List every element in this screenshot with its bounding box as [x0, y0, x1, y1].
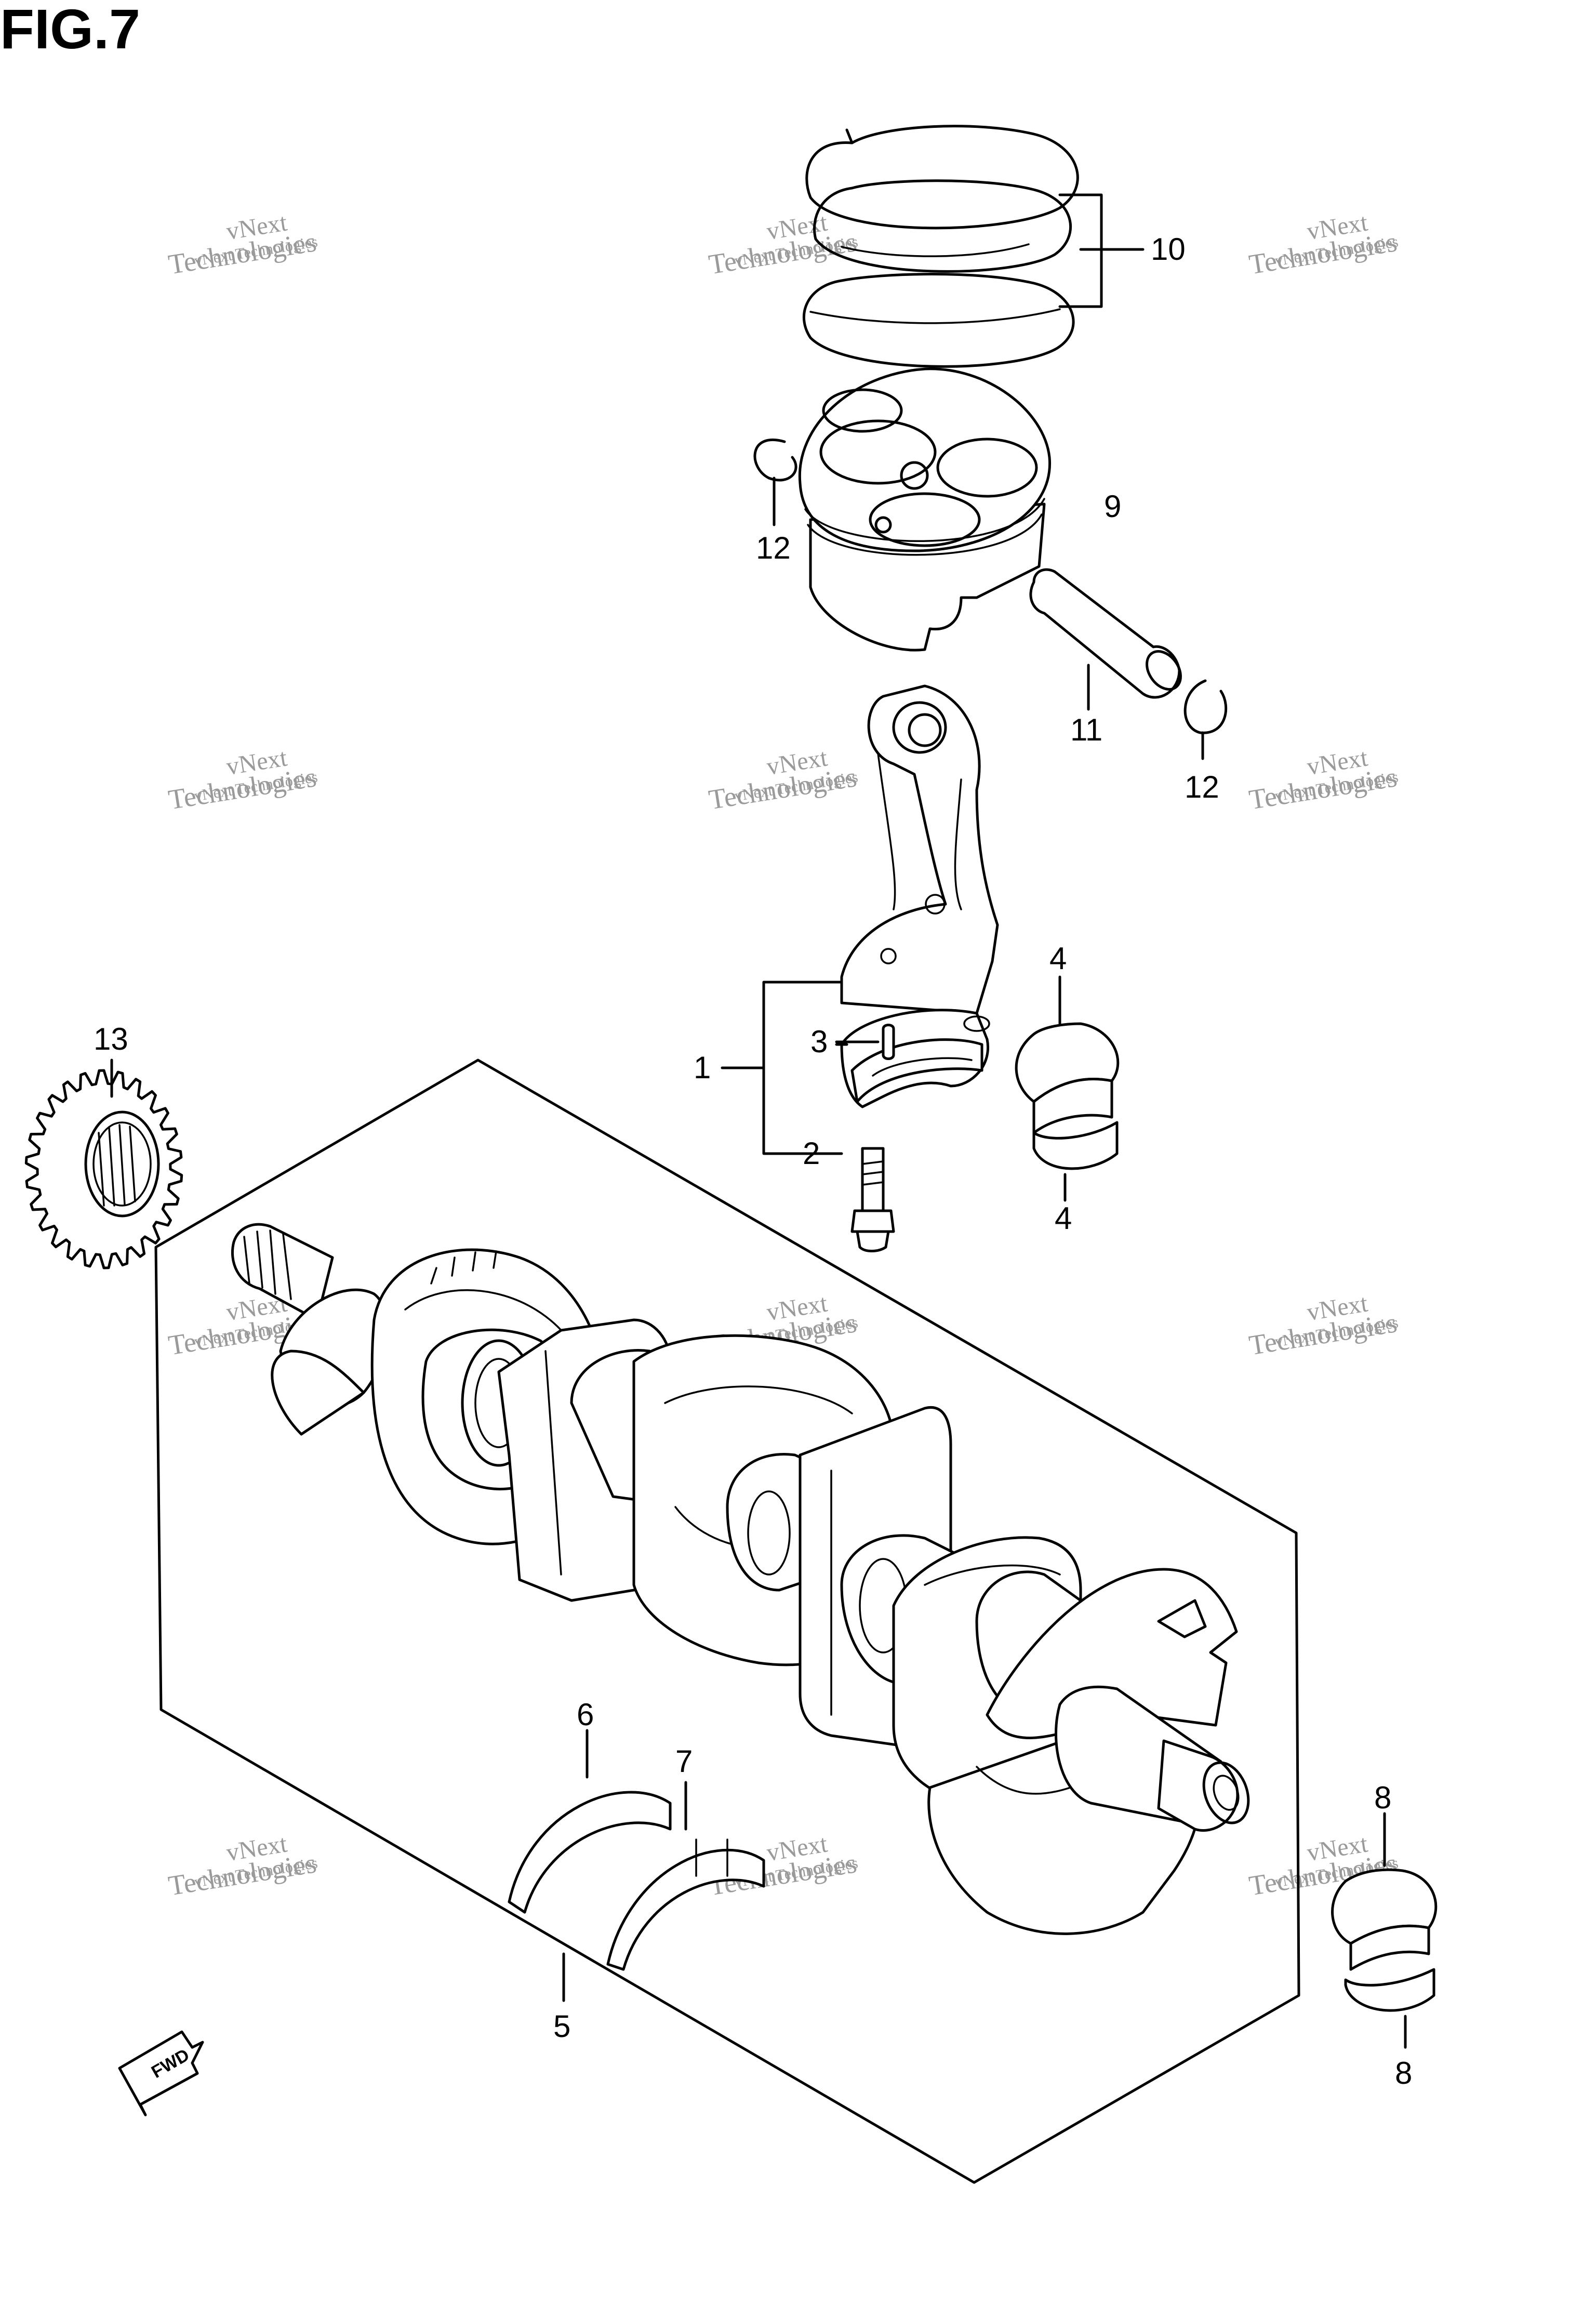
figure-title: FIG.7 [0, 0, 141, 60]
callout-3: 3 [810, 1024, 828, 1059]
crankshaft [231, 1223, 1250, 1935]
watermark: vNext Technologies vNext Technologies [166, 208, 319, 280]
piston-pin [1029, 568, 1182, 711]
callout-9: 9 [1104, 489, 1121, 524]
piston-rings [802, 125, 1145, 368]
thrust-bearing-6 [508, 1729, 672, 1914]
callout-4-top: 4 [1049, 941, 1067, 976]
callout-5: 5 [553, 2009, 570, 2044]
piston [798, 367, 1051, 652]
watermark: vNext Technologies vNext Technologies [1247, 1289, 1400, 1361]
callout-6: 6 [577, 1697, 594, 1732]
callout-8-bottom: 8 [1395, 2056, 1412, 2091]
connecting-rod-bearing [1015, 975, 1120, 1202]
watermark: vNext Technologies vNext Technologies [166, 1830, 319, 1901]
watermark: vNext Technologies vNext Technologies [1247, 744, 1400, 815]
callout-11: 11 [1070, 712, 1102, 747]
watermark: vNext Technologies vNext Technologies [707, 744, 859, 815]
piston-pin-circlip-right [1183, 679, 1228, 760]
callout-8-top: 8 [1374, 1780, 1391, 1815]
callout-12-left: 12 [756, 531, 791, 565]
callout-12-right: 12 [1185, 770, 1219, 804]
watermark: vNext Technologies vNext Technologies [1247, 208, 1400, 280]
piston-pin-circlip-left [753, 439, 797, 526]
crankshaft-group-outline [154, 1059, 1300, 2184]
crankshaft-main-bearing [1331, 1812, 1438, 2049]
callout-labels: 10 9 12 11 12 4 3 1 2 4 13 6 7 8 5 8 [94, 232, 1412, 2091]
callout-2: 2 [803, 1136, 820, 1171]
callout-10: 10 [1151, 232, 1186, 267]
callout-13: 13 [94, 1022, 128, 1056]
thrust-bearing-7 [606, 1781, 765, 1971]
connecting-rod [721, 684, 999, 1252]
watermark: vNext Technologies vNext Technologies [166, 744, 319, 815]
callout-4-bottom: 4 [1055, 1201, 1072, 1236]
callout-7: 7 [675, 1744, 693, 1779]
callout-1: 1 [694, 1050, 711, 1085]
crankshaft-drive-gear [24, 1059, 183, 1269]
forward-direction-arrow: FWD [118, 2030, 204, 2116]
